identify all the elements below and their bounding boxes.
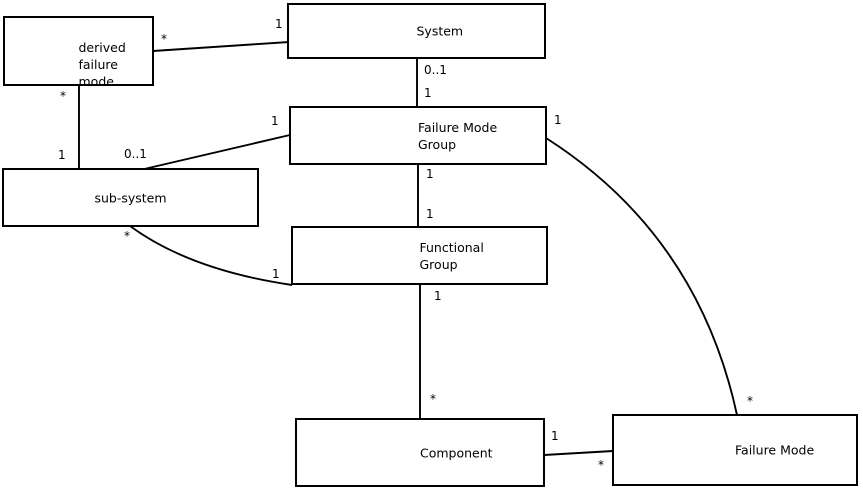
entity-failure-mode-group: Failure Mode Group [289, 106, 547, 165]
multiplicity-subsystem-end-of-fmg-link: 0..1 [124, 147, 147, 161]
connector-derived-system [152, 41, 290, 52]
multiplicity-failuremode-end-of-component-link: * [598, 458, 604, 472]
connector-fmg-failuremode [545, 137, 738, 416]
multiplicity-group-end-of-system-link: 1 [424, 86, 432, 100]
entity-component: Component [295, 418, 545, 487]
multiplicity-group-end-of-subsystem-link: 1 [271, 114, 279, 128]
entity-label-failure-mode: Failure Mode [735, 442, 815, 458]
entity-label-functional-group: Functional Group [419, 239, 484, 272]
multiplicity-functional-end-of-component-link: 1 [434, 289, 442, 303]
entity-label-component: Component [420, 445, 493, 460]
entity-failure-mode: Failure Mode [612, 414, 858, 486]
entity-sub-system: sub-system [2, 168, 259, 227]
multiplicity-functional-end-of-subsystem-link: 1 [272, 267, 280, 281]
connector-subsystem-functionalgroup [129, 225, 293, 286]
multiplicity-component-end-of-functional-link: * [430, 392, 436, 406]
multiplicity-system-end-of-derived-link: 1 [275, 17, 283, 31]
entity-derived-failure-mode: derived failure mode [3, 16, 154, 89]
multiplicity-derived-end-of-system-link: * [161, 32, 167, 46]
multiplicity-failuremode-end-of-group-link: * [747, 394, 753, 408]
multiplicity-subsystem-end-of-derived-link: 1 [58, 148, 66, 162]
connector-component-failuremode [543, 450, 614, 456]
multiplicity-system-end-of-fmg-link: 0..1 [424, 63, 447, 77]
multiplicity-group-end-of-functional-link: 1 [426, 167, 434, 181]
entity-label-derived-failure-mode: derived failure mode [78, 40, 126, 89]
multiplicity-functional-end-of-group-link: 1 [426, 207, 434, 221]
entity-functional-group: Functional Group [291, 226, 548, 285]
entity-label-failure-mode-group: Failure Mode Group [418, 119, 498, 152]
connector-fmg-subsystem [139, 134, 291, 171]
multiplicity-subsystem-end-of-functional-link: * [124, 229, 130, 243]
multiplicity-group-end-of-failuremode-link: 1 [554, 113, 562, 127]
multiplicity-component-end-of-failuremode-link: 1 [551, 429, 559, 443]
entity-label-sub-system: sub-system [94, 190, 167, 205]
entity-system: System [287, 3, 546, 59]
multiplicity-derived-end-of-subsystem-link: * [60, 89, 66, 103]
entity-label-system: System [416, 23, 464, 39]
